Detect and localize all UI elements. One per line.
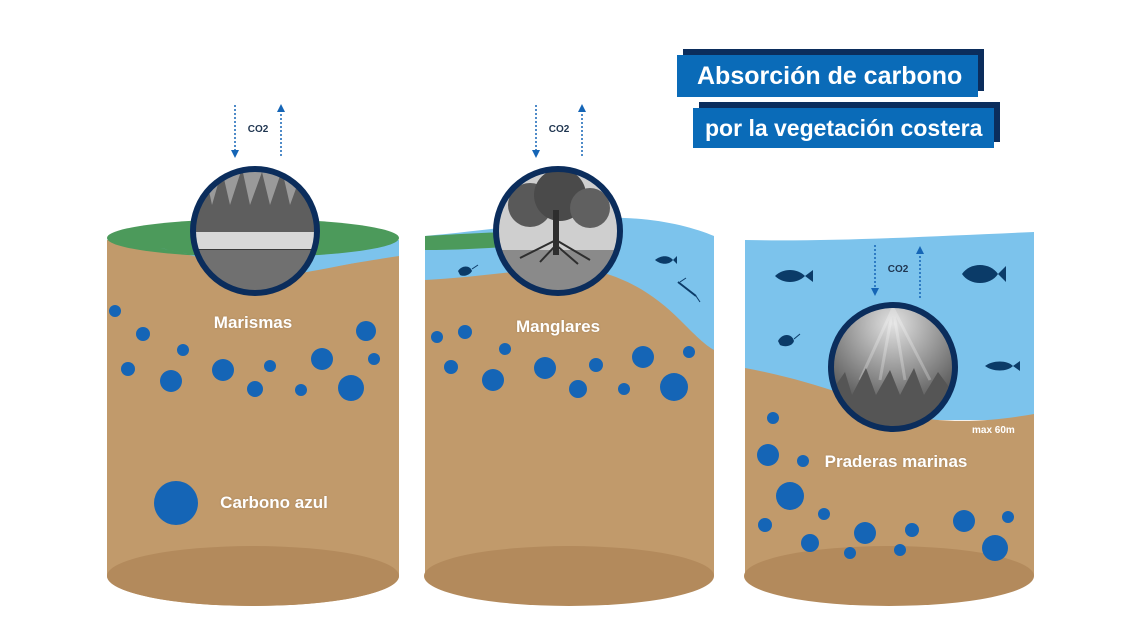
seagrass-photo — [828, 302, 958, 432]
carbon-dot — [482, 369, 504, 391]
krill-icon — [677, 277, 701, 303]
shrimp-icon — [458, 264, 479, 276]
legend-label: Carbono azul — [220, 493, 328, 512]
carbon-dot — [136, 327, 150, 341]
carbon-dot — [444, 360, 458, 374]
carbon-dot — [295, 384, 307, 396]
carbon-dot — [757, 444, 779, 466]
carbon-dot — [854, 522, 876, 544]
carbon-dot — [458, 325, 472, 339]
carbon-dot — [534, 357, 556, 379]
carbon-dot — [499, 343, 511, 355]
carbon-dot — [247, 381, 263, 397]
carbon-dot — [844, 547, 856, 559]
carbon-dot — [776, 482, 804, 510]
fish-icon — [962, 265, 1006, 283]
panel-label-manglares: Manglares — [515, 317, 601, 336]
carbon-dot — [818, 508, 830, 520]
mangrove-photo — [493, 166, 623, 296]
fish-icon — [775, 270, 813, 282]
panel-label-praderas: Praderas marinas — [824, 452, 968, 471]
carbon-dot — [1002, 511, 1014, 523]
title-line-2: por la vegetación costera — [693, 108, 995, 148]
co2-arrows-marismas — [231, 104, 285, 158]
carbon-dot — [109, 305, 121, 317]
carbon-dot — [338, 375, 364, 401]
carbon-dot — [632, 346, 654, 368]
carbon-dot — [953, 510, 975, 532]
sediment-base — [424, 546, 714, 606]
co2-label: CO2 — [247, 124, 269, 135]
carbon-legend-dot — [154, 481, 198, 525]
carbon-dot — [683, 346, 695, 358]
sediment-base — [744, 546, 1034, 606]
marsh-photo — [190, 166, 320, 296]
carbon-dot — [368, 353, 380, 365]
carbon-dot — [618, 383, 630, 395]
panel-label-marismas: Marismas — [213, 313, 293, 332]
co2-label: CO2 — [887, 264, 909, 275]
carbon-dot — [589, 358, 603, 372]
carbon-dot — [121, 362, 135, 376]
carbon-dot — [894, 544, 906, 556]
carbon-dot — [801, 534, 819, 552]
co2-label: CO2 — [548, 124, 570, 135]
carbon-dot — [660, 373, 688, 401]
carbon-dot — [212, 359, 234, 381]
marine-life — [458, 256, 1020, 371]
carbon-dot — [431, 331, 443, 343]
carbon-dot — [767, 412, 779, 424]
fish-icon — [655, 256, 677, 264]
carbon-dot — [758, 518, 772, 532]
carbon-dot — [797, 455, 809, 467]
carbon-dot — [311, 348, 333, 370]
carbon-dot — [569, 380, 587, 398]
carbon-dot — [905, 523, 919, 537]
carbon-dot — [982, 535, 1008, 561]
fish-icon — [985, 361, 1020, 371]
depth-note: max 60m — [972, 425, 1015, 436]
carbon-dot — [160, 370, 182, 392]
title-line-1: Absorción de carbono — [677, 55, 979, 97]
sediment-base — [107, 546, 399, 606]
shrimp-icon — [778, 333, 801, 347]
carbon-dot — [177, 344, 189, 356]
co2-arrows-praderas — [871, 245, 924, 298]
carbon-dots — [109, 305, 1014, 561]
co2-arrows-manglares — [532, 104, 586, 158]
carbon-dot — [264, 360, 276, 372]
carbon-dot — [356, 321, 376, 341]
